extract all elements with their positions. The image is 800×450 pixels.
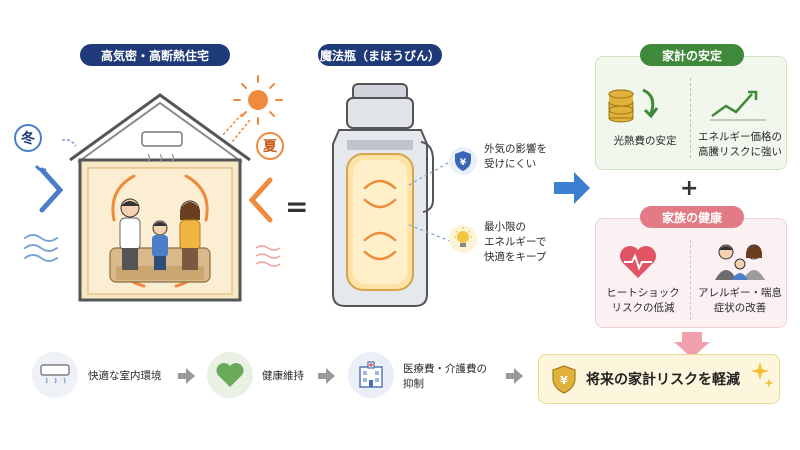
flow-arrow-icon [178,368,195,384]
coins-icon [608,88,659,123]
household-item-2: エネルギー価格の 高騰リスクに強い [698,131,782,159]
svg-text:¥: ¥ [460,158,467,168]
thermos-icon [332,83,434,307]
middle-title: 魔法瓶（まほうびん） [318,44,442,66]
hospital-icon [359,361,383,388]
heart-icon [216,363,244,387]
shield-yen-gold-icon: ¥ [552,365,576,394]
sparkle-icon [751,362,774,388]
heart-pulse-icon [620,246,656,278]
shield-yen-icon: ¥ [449,147,477,175]
bottom-step-1-text: 快適な室内環境 [88,370,162,382]
left-title: 高気密・高断熱住宅 [80,44,230,66]
equals-sign: = [285,190,309,223]
air-conditioner-icon [40,364,70,384]
household-title: 家計の安定 [640,44,744,66]
health-title: 家族の健康 [640,206,744,228]
household-item-1: 光熱費の安定 [613,135,677,147]
flask-point-2: 最小限の エネルギーで 快適をキープ [484,221,547,264]
flow-arrow-icon [318,368,335,384]
flow-arrow-icon [506,368,523,384]
family-on-sofa-icon [109,198,211,283]
connector-lines [408,158,456,244]
cold-wind-icon [24,234,58,262]
winter-badge: 冬 [14,124,42,152]
cold-arrow-icon [39,167,64,213]
lightbulb-icon [449,225,477,253]
air-conditioner-icon [141,131,183,147]
goal-box [538,354,780,404]
goal-text: 将来の家計リスクを軽減 [586,372,740,388]
family-icon [715,244,765,280]
down-arrow-icon [674,332,710,358]
result-arrow-icon [554,172,590,204]
sun-icon [233,75,283,125]
flask-point-1: 外気の影響を 受けにくい [484,143,547,171]
rising-chart-icon [710,90,766,121]
bottom-step-2-text: 健康維持 [262,370,304,382]
health-item-2: アレルギー・喘息 症状の改善 [698,287,782,315]
bottom-step-3-text: 医療費・介護費の 抑制 [403,363,487,391]
health-item-1: ヒートショック リスクの低減 [606,287,680,315]
heat-arrow-icon [248,177,273,223]
svg-text:¥: ¥ [560,374,568,387]
house-illustration [24,75,283,302]
summer-badge: 夏 [256,132,284,160]
plus-sign: + [680,176,699,201]
